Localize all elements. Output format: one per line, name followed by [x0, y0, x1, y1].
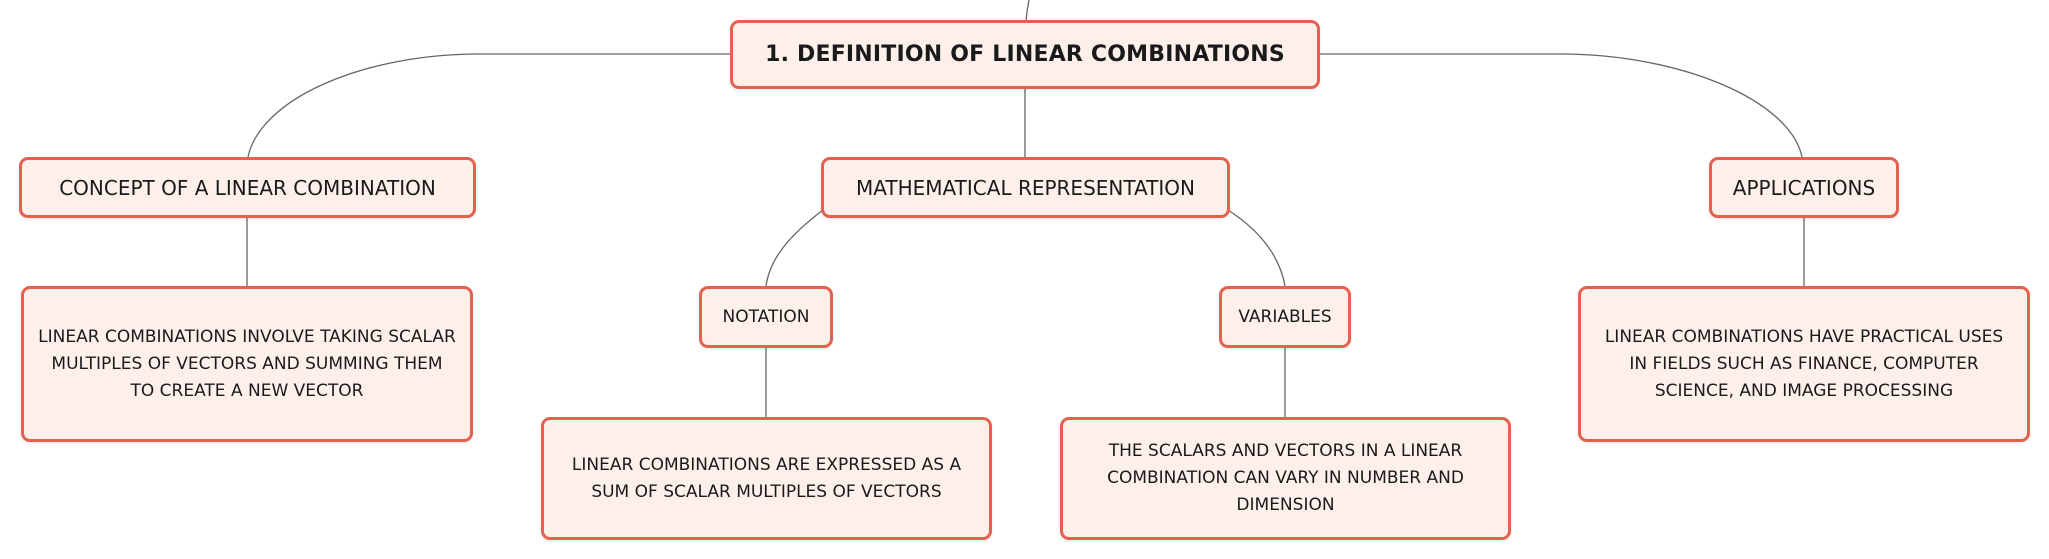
description-node-variables[interactable]: THE SCALARS AND VECTORS IN A LINEAR COMB…: [1060, 417, 1511, 540]
root-topic-label: 1. DEFINITION OF LINEAR COMBINATIONS: [765, 42, 1285, 67]
topic-label-applications: APPLICATIONS: [1732, 175, 1876, 200]
topic-label-concept: CONCEPT OF A LINEAR COMBINATION: [59, 175, 436, 200]
subtopic-label-notation: NOTATION: [722, 307, 810, 327]
topic-node-applications[interactable]: APPLICATIONS: [1709, 157, 1899, 218]
description-node-notation[interactable]: LINEAR COMBINATIONS ARE EXPRESSED AS A S…: [541, 417, 992, 540]
connector-math-to-variables: [1227, 209, 1286, 287]
description-text-concept: LINEAR COMBINATIONS INVOLVE TAKING SCALA…: [38, 326, 456, 401]
topic-node-concept[interactable]: CONCEPT OF A LINEAR COMBINATION: [19, 157, 476, 218]
connector-root-incoming: [1025, 0, 1030, 21]
description-text-notation: LINEAR COMBINATIONS ARE EXPRESSED AS A S…: [571, 454, 962, 502]
topic-node-mathematical-representation[interactable]: MATHEMATICAL REPRESENTATION: [821, 157, 1230, 218]
connector-math-to-notation: [765, 209, 824, 287]
connector-root-to-concept: [247, 53, 730, 158]
subtopic-node-variables[interactable]: VARIABLES: [1219, 286, 1351, 348]
description-text-applications: LINEAR COMBINATIONS HAVE PRACTICAL USES …: [1604, 326, 2004, 401]
subtopic-node-notation[interactable]: NOTATION: [699, 286, 833, 348]
topic-label-mathematical-representation: MATHEMATICAL REPRESENTATION: [856, 175, 1195, 200]
subtopic-label-variables: VARIABLES: [1238, 307, 1332, 327]
description-node-applications[interactable]: LINEAR COMBINATIONS HAVE PRACTICAL USES …: [1578, 286, 2030, 442]
description-text-variables: THE SCALARS AND VECTORS IN A LINEAR COMB…: [1107, 441, 1464, 515]
root-topic-node[interactable]: 1. DEFINITION OF LINEAR COMBINATIONS: [730, 20, 1320, 89]
description-node-concept[interactable]: LINEAR COMBINATIONS INVOLVE TAKING SCALA…: [21, 286, 473, 442]
connector-root-to-applications: [1320, 53, 1803, 158]
